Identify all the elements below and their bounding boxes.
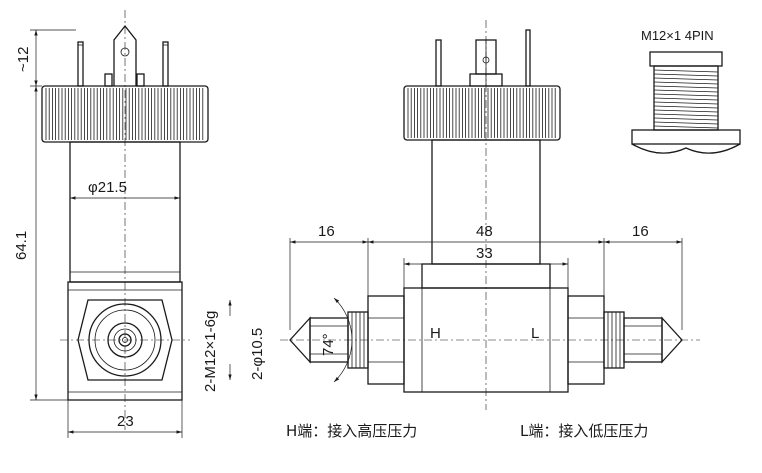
caption-high-port: H端：接入高压压力 <box>286 422 417 440</box>
front-view: H L 74° 16 48 16 33 <box>280 20 700 410</box>
dim-total-width: 48 <box>476 223 493 240</box>
dim-right-port: 16 <box>632 223 649 240</box>
knurled-nut-front <box>403 85 561 141</box>
dim-port-diameter: 2-φ10.5 <box>249 328 266 380</box>
high-port-mark: H <box>430 325 441 342</box>
dim-body-width: 33 <box>476 245 493 262</box>
dim-base-width: 23 <box>117 413 134 430</box>
connector-label: M12×1 4PIN <box>641 28 714 43</box>
dim-port-thread: 2-M12×1-6g <box>202 311 219 392</box>
dim-body-diameter: φ21.5 <box>88 179 127 196</box>
connector-pins <box>77 24 169 87</box>
dim-left-port: 16 <box>318 223 335 240</box>
low-port-mark: L <box>531 325 539 342</box>
side-view: ~12 64.1 φ21.5 23 2-M12×1-6g 2-φ10.5 <box>13 10 266 438</box>
dim-cone-angle: 74° <box>320 333 337 356</box>
dim-overall-height: 64.1 <box>13 231 30 260</box>
connector-detail: M12×1 4PIN <box>631 28 741 154</box>
connector-pins-front <box>435 29 531 87</box>
dim-top-height: ~12 <box>15 47 32 72</box>
caption-low-port: L端：接入低压压力 <box>520 422 648 440</box>
